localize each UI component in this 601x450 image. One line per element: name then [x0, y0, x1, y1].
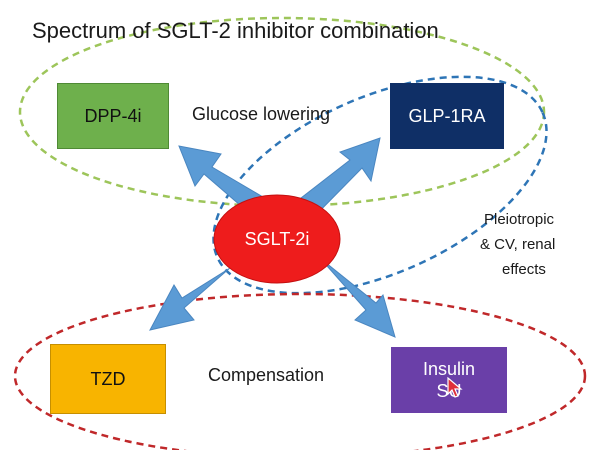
glp1ra-label: GLP-1RA — [408, 105, 486, 126]
glp1ra-box: GLP-1RA — [390, 83, 504, 149]
pleiotropic-ellipse — [212, 75, 548, 295]
glucose-lowering-label: Glucose lowering — [192, 104, 331, 124]
compensation-label: Compensation — [208, 365, 325, 385]
mouse-pointer-icon — [447, 377, 463, 398]
page-title: Spectrum of SGLT-2 inhibitor combination — [32, 18, 439, 43]
pleiotropic-label-line2: & CV, renal — [480, 236, 556, 253]
tzd-label: TZD — [90, 368, 126, 389]
pleiotropic-label-line3: effects — [502, 261, 546, 278]
dpp4i-label: DPP-4i — [84, 105, 142, 126]
compensation-ellipse — [13, 292, 587, 450]
sglt2i-ellipse — [213, 194, 341, 284]
dpp4i-box: DPP-4i — [57, 83, 169, 149]
arrow-to-insulin — [299, 241, 396, 338]
pleiotropic-label-line1: Pleiotropic — [484, 211, 555, 228]
tzd-box: TZD — [50, 344, 166, 414]
insulin-label: Insulin — [422, 359, 476, 379]
glucose-lowering-ellipse — [18, 16, 546, 208]
sglt2i-label: SGLT-2i — [244, 228, 310, 249]
